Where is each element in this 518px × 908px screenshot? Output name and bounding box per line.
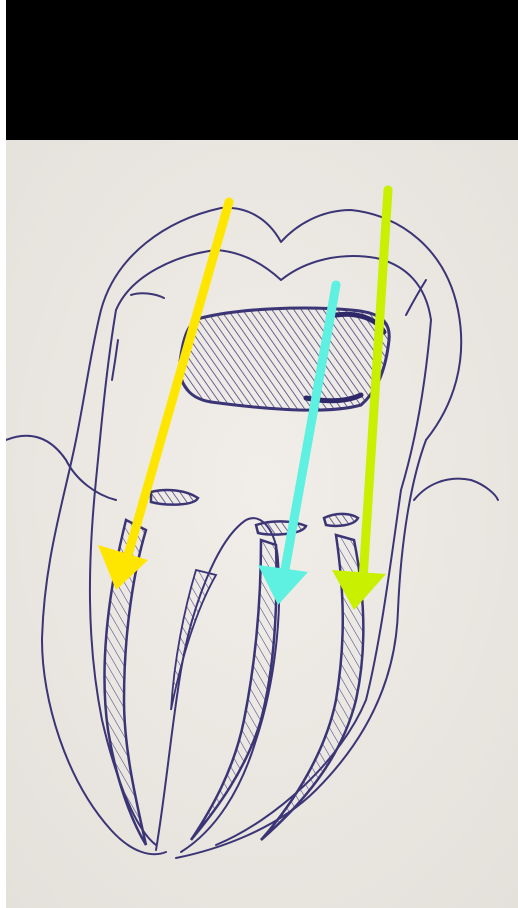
pulp-chamber xyxy=(180,308,389,410)
tooth-sketch xyxy=(6,140,518,908)
paper-background xyxy=(6,140,518,908)
black-top-band xyxy=(6,0,518,140)
